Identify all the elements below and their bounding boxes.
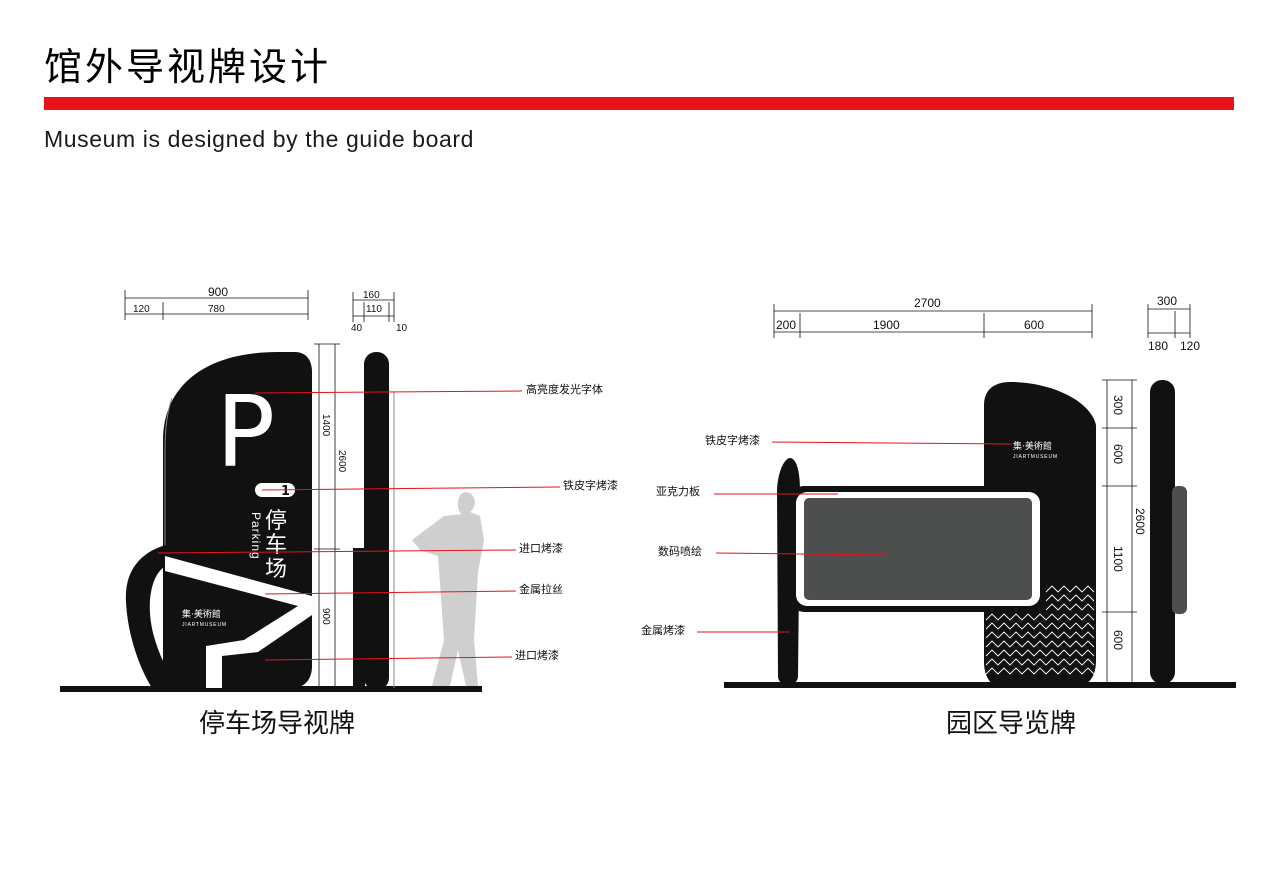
- page-title: 馆外导视牌设计: [44, 45, 332, 89]
- dim-park-side-total: 300: [1157, 294, 1177, 308]
- dim-park-w3: 600: [1024, 318, 1044, 332]
- park-callout-lines: [697, 441, 1013, 633]
- park-side-dimensions: [1147, 304, 1191, 338]
- park-logo-cn: 集·美術館: [1013, 440, 1052, 452]
- parking-name-cn-1: 停: [265, 509, 287, 534]
- parking-name-cn-2: 车: [265, 533, 287, 558]
- parking-level-number: 1: [281, 484, 290, 499]
- park-zigzag-pattern: [985, 585, 1095, 675]
- park-side-board: [1172, 486, 1187, 614]
- dim-park-h3: 1100: [1111, 546, 1125, 572]
- dim-park-h4: 600: [1111, 630, 1125, 650]
- dim-park-side-b: 120: [1180, 339, 1200, 353]
- human-silhouette: [412, 492, 484, 686]
- parking-side-base: [353, 548, 365, 688]
- parking-sign-caption: 停车场导视牌: [199, 709, 355, 739]
- park-callout-2: 亚克力板: [656, 484, 700, 498]
- dim-parking-lower-height: 900: [320, 608, 331, 625]
- parking-sign-base-leg: [125, 545, 178, 688]
- page-subtitle: Museum is designed by the guide board: [44, 126, 475, 152]
- parking-height-dimensions: [314, 343, 340, 689]
- title-divider-bar: [44, 97, 1234, 110]
- parking-callout-5: 进口烤漆: [515, 648, 559, 662]
- parking-name-en: Parking: [249, 512, 263, 560]
- dim-parking-upper-height: 1400: [320, 414, 331, 437]
- dim-park-side-a: 180: [1148, 339, 1168, 353]
- dim-parking-total-height: 2600: [336, 450, 347, 473]
- park-side-view: [1150, 380, 1175, 684]
- parking-ground-line: [60, 686, 482, 692]
- dim-parking-side-body: 110: [366, 304, 382, 315]
- parking-callout-4: 金属拉丝: [519, 582, 563, 596]
- parking-big-letter: P: [216, 376, 275, 490]
- park-callout-4: 金属烤漆: [641, 623, 685, 637]
- park-height-dimensions: [1102, 379, 1137, 685]
- dim-park-h2: 600: [1111, 444, 1125, 464]
- parking-logo-en: JIARTMUSEUM: [182, 622, 227, 628]
- park-width-dimensions: [773, 304, 1093, 338]
- park-sign-caption: 园区导览牌: [946, 709, 1076, 739]
- dim-parking-side-left: 40: [351, 323, 363, 334]
- parking-logo-cn: 集·美術館: [182, 608, 221, 620]
- parking-name-cn-3: 场: [265, 557, 287, 582]
- parking-side-view: [364, 352, 389, 690]
- dim-parking-left-offset: 120: [133, 304, 150, 315]
- park-sign-elevation: 2700 200 1900 600 300 180 120: [641, 294, 1236, 739]
- dim-parking-side-total: 160: [363, 290, 380, 301]
- parking-callout-1: 高亮度发光字体: [526, 382, 603, 396]
- dim-parking-total-width: 900: [208, 285, 228, 299]
- parking-callout-3: 进口烤漆: [519, 541, 563, 555]
- parking-width-dimensions: [124, 290, 309, 320]
- park-logo-en: JIARTMUSEUM: [1013, 454, 1058, 460]
- dim-park-total-width: 2700: [914, 296, 941, 310]
- parking-callout-lines: [157, 390, 561, 661]
- parking-sign-body: [163, 352, 312, 688]
- parking-callout-2: 铁皮字烤漆: [563, 478, 618, 492]
- dim-park-h1: 300: [1111, 395, 1125, 415]
- dim-park-w2: 1900: [873, 318, 900, 332]
- park-ground-line: [724, 682, 1236, 688]
- park-board-screen: [804, 498, 1032, 600]
- park-callout-3: 数码喷绘: [658, 544, 702, 558]
- dim-park-w1: 200: [776, 318, 796, 332]
- dim-park-total-height: 2600: [1133, 508, 1147, 535]
- dim-parking-body-width: 780: [208, 304, 225, 315]
- park-callout-1: 铁皮字烤漆: [705, 433, 760, 447]
- parking-sign-elevation: 900 120 780 160 110 40 10 P 1 停: [60, 285, 618, 739]
- parking-white-stripe: [165, 556, 312, 688]
- dim-parking-side-right: 10: [396, 323, 408, 334]
- parking-side-dimensions: [352, 292, 395, 322]
